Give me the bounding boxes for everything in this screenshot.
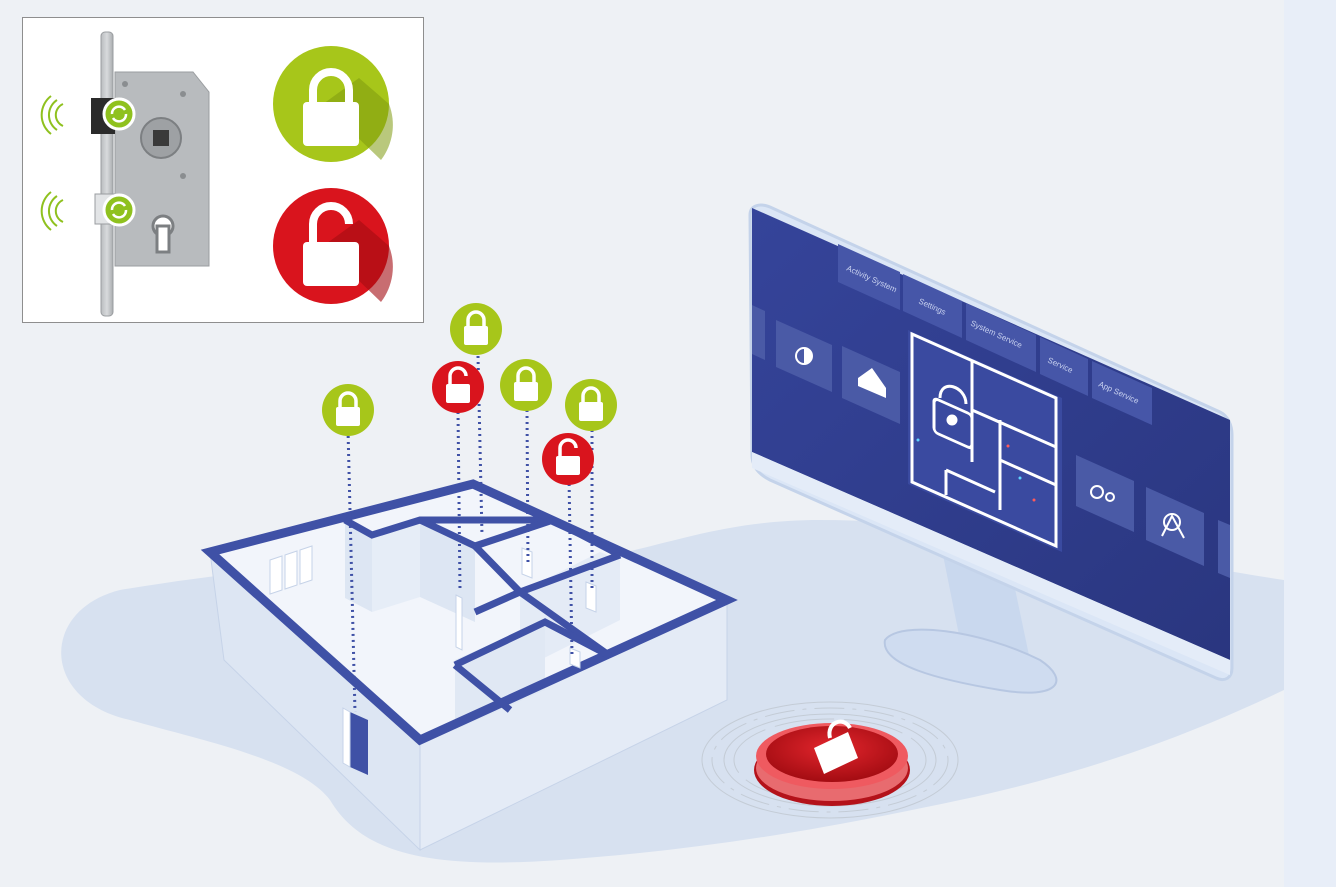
floorplan-panel[interactable] — [908, 330, 1062, 552]
analytics-icon — [1161, 513, 1185, 539]
interior-door[interactable] — [569, 647, 581, 669]
button-ripple-rings — [701, 701, 959, 819]
outer-walls — [200, 479, 738, 746]
lock-detail-inset — [22, 17, 424, 323]
side-tile-gears[interactable] — [1076, 455, 1134, 532]
main-unlock-button[interactable] — [701, 701, 959, 819]
interior-walls — [343, 480, 622, 713]
monitor-chin — [752, 452, 1230, 675]
menu-tab-system-service[interactable]: System Service — [966, 303, 1036, 372]
window — [269, 545, 313, 595]
padlock-closed-icon — [514, 366, 538, 401]
menu-tabs: Activity System Settings System Service … — [838, 244, 1152, 425]
status-locked-icon — [273, 46, 393, 162]
lock-pin-unlocked[interactable] — [432, 361, 484, 413]
menu-tab-app-service[interactable]: App Service — [1092, 361, 1152, 425]
sync-icon — [102, 97, 136, 131]
side-tile-analytics[interactable] — [1146, 487, 1204, 566]
lock-detail-graphic — [40, 31, 393, 317]
monitor: Activity System Settings System Service … — [748, 203, 1234, 694]
cylinder-hole — [151, 214, 175, 254]
monitor-stand-base — [883, 628, 1058, 694]
wifi-signal-icon — [40, 95, 64, 135]
padlock-closed-icon — [336, 391, 360, 426]
lock-faceplate — [100, 31, 114, 317]
contrast-icon — [795, 347, 813, 365]
side-tile-contrast[interactable] — [776, 320, 832, 392]
padlock-open-icon — [814, 719, 858, 774]
interior-door[interactable] — [455, 594, 463, 651]
menu-tab-service[interactable]: Service — [1040, 337, 1088, 396]
lock-pin-unlocked[interactable] — [542, 433, 594, 485]
entrance-door[interactable] — [350, 712, 368, 775]
lock-body — [114, 71, 210, 267]
sync-icon — [102, 193, 136, 227]
lock-pin-locked[interactable] — [500, 359, 552, 411]
padlock-closed-icon — [579, 386, 603, 421]
padlock-open-icon — [556, 438, 580, 475]
home-icon — [858, 368, 886, 398]
lock-pin-locked[interactable] — [450, 303, 502, 355]
spindle-hub — [140, 117, 182, 159]
menu-tab-activity-system[interactable]: Activity System — [838, 244, 900, 310]
building-floorplan — [200, 479, 738, 852]
padlock-closed-icon — [464, 310, 488, 345]
lock-pin-locked[interactable] — [565, 379, 617, 431]
side-tile-partial-right[interactable] — [1218, 520, 1230, 578]
interior-door[interactable] — [585, 581, 597, 613]
interior-door[interactable] — [521, 547, 533, 579]
right-edge-strip — [1284, 0, 1336, 887]
padlock-open-icon — [446, 366, 470, 403]
lock-connector-lines — [346, 355, 594, 713]
wifi-signal-icon — [40, 191, 64, 231]
status-unlocked-icon — [273, 188, 393, 304]
padlock-closed-icon — [932, 384, 974, 450]
menu-tab-settings[interactable]: Settings — [903, 274, 962, 338]
gears-icon — [1090, 485, 1115, 502]
side-tile-home[interactable] — [842, 346, 900, 424]
lock-pin-locked[interactable] — [322, 384, 374, 436]
side-tile-partial-left[interactable] — [752, 305, 765, 360]
